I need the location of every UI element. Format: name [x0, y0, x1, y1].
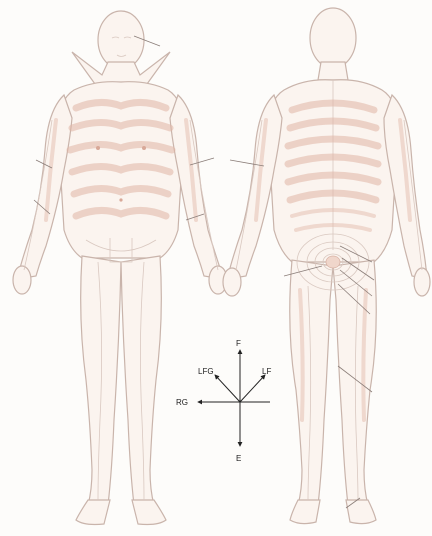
front-left-hand — [13, 266, 31, 294]
label-e: E — [236, 454, 241, 463]
label-lfg: LFG — [198, 367, 214, 376]
front-head — [98, 11, 144, 69]
label-f: F — [236, 339, 241, 348]
axis-lf — [240, 375, 265, 402]
front-body — [13, 11, 227, 525]
front-nipple-left — [96, 146, 100, 150]
direction-compass: F LFG LF RG E — [176, 339, 271, 463]
label-lf: LF — [262, 367, 271, 376]
front-left-leg — [81, 256, 121, 505]
front-right-foot — [132, 500, 166, 525]
back-head — [310, 8, 356, 68]
back-left-hand — [223, 268, 241, 296]
back-right-hand — [414, 268, 430, 296]
front-left-foot — [76, 500, 110, 525]
back-left-foot — [290, 500, 320, 524]
back-right-leg — [333, 260, 376, 505]
front-right-leg — [121, 256, 161, 505]
label-rg: RG — [176, 398, 188, 407]
back-body — [223, 8, 430, 524]
back-neck — [318, 62, 348, 80]
back-left-leg — [290, 260, 333, 505]
front-navel — [119, 198, 122, 201]
back-right-foot — [346, 500, 376, 524]
front-nipple-right — [142, 146, 146, 150]
axis-lfg — [215, 375, 240, 402]
